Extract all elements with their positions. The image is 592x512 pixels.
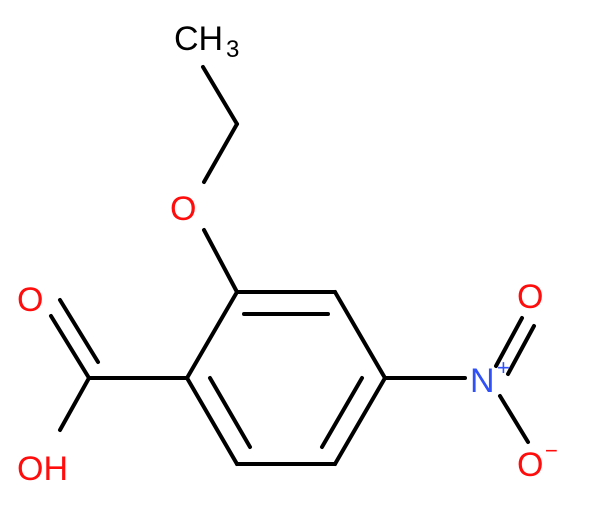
ring-bond-6	[185, 290, 239, 380]
bond-c-oh	[58, 376, 91, 432]
nitro-oxygen-bottom-label: O	[517, 446, 543, 484]
nitro-oxygen-top-label: O	[517, 278, 543, 316]
ring-bond-2	[333, 290, 387, 380]
bond-o-ring	[202, 228, 239, 294]
bond-c-o-double-a	[49, 314, 91, 380]
bond-ch2-o	[202, 122, 239, 184]
bond-ch3-ch2	[201, 65, 239, 126]
ring-bond-3	[333, 376, 387, 466]
ether-oxygen-label: O	[170, 190, 196, 228]
bond-c-o-double-b	[58, 298, 100, 364]
ring-bond-5-inner	[208, 376, 252, 449]
methyl-label: CH	[174, 20, 223, 58]
bond-n-o-double-b	[506, 324, 536, 376]
bonds	[49, 65, 536, 466]
nitro-oxygen-bottom-charge: −	[545, 438, 558, 463]
methyl-subscript: 3	[226, 36, 239, 63]
hydroxyl-label: OH	[17, 450, 68, 488]
bond-n-o-single	[498, 394, 530, 444]
nitro-nitrogen-charge: +	[497, 355, 510, 380]
ring-bond-5	[185, 376, 239, 466]
nitro-nitrogen-label: N	[470, 362, 495, 400]
carbonyl-oxygen-label: O	[17, 281, 43, 319]
ring-bond-3-inner	[320, 376, 364, 449]
atom-labels: CH 3 O O OH N + O O −	[17, 20, 558, 488]
bond-n-o-double-a	[494, 316, 524, 368]
